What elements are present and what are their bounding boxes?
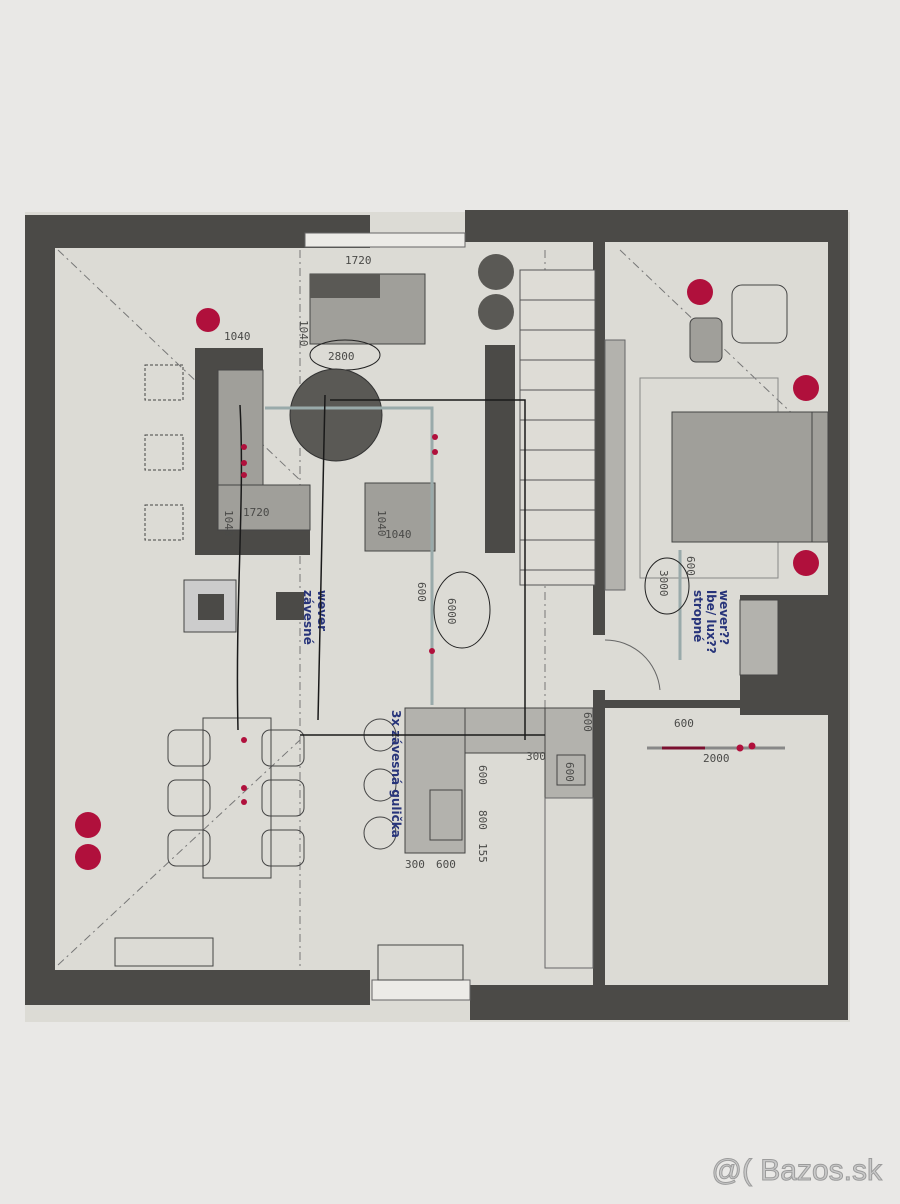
wall-bottom-right bbox=[470, 985, 848, 1020]
sofa-chaise bbox=[217, 484, 311, 531]
dim-kitchen-600: 600 bbox=[476, 765, 489, 785]
dim-sofa-width: 1720 bbox=[243, 506, 270, 519]
circled-dim bbox=[644, 557, 690, 615]
wall-top-right bbox=[465, 210, 848, 242]
partition-lower bbox=[593, 690, 605, 985]
circled-dim bbox=[433, 571, 491, 649]
dim-track-segment: 600 bbox=[674, 717, 694, 730]
round-object bbox=[478, 294, 514, 330]
wardrobe-bedroom bbox=[604, 339, 626, 591]
dim-ottoman-side: 1040 bbox=[375, 510, 388, 537]
dim-table: 2800 bbox=[328, 350, 355, 363]
light-rail bbox=[265, 406, 434, 705]
note-living-pendant-2: závesné bbox=[301, 590, 315, 645]
walls bbox=[25, 210, 848, 1020]
entrance-door bbox=[377, 944, 464, 981]
partition-upper bbox=[593, 240, 605, 635]
column bbox=[276, 592, 304, 620]
ottoman bbox=[364, 482, 436, 552]
shelf-dark bbox=[310, 274, 380, 298]
armchairs bbox=[144, 364, 184, 541]
dim-kitchen-600-bottom: 600 bbox=[436, 858, 456, 871]
wall-bedroom-bottom bbox=[603, 700, 743, 708]
round-table bbox=[289, 368, 383, 462]
dim-bedroom-loop: 3000 bbox=[657, 570, 670, 597]
wall-right bbox=[828, 210, 848, 1020]
note-bedroom-3: stropné bbox=[691, 590, 705, 642]
window-bottom bbox=[371, 979, 471, 1001]
dim-rail-loop: 6000 bbox=[445, 598, 458, 625]
bedroom-armchair bbox=[731, 284, 788, 344]
cooktop bbox=[429, 789, 463, 841]
desk bbox=[739, 599, 779, 676]
pen-wiring bbox=[236, 394, 545, 740]
sink bbox=[556, 754, 586, 786]
fireplace-core bbox=[198, 594, 224, 620]
wall-left bbox=[25, 215, 55, 1005]
dim-shelf-depth: 1040 bbox=[297, 320, 310, 347]
dim-kitchen-800: 800 bbox=[476, 810, 489, 830]
dim-shelf-width: 1720 bbox=[345, 254, 372, 267]
window-top bbox=[304, 232, 466, 248]
dining-chairs bbox=[167, 729, 305, 867]
bed bbox=[671, 411, 813, 543]
bedroom-stool bbox=[689, 317, 723, 363]
note-bedroom-1: wever?? bbox=[717, 590, 731, 645]
light-points bbox=[75, 279, 819, 870]
dim-kitchen-155: 155 bbox=[476, 843, 489, 863]
kitchen-island bbox=[404, 707, 466, 854]
dim-kitchen-300-bottom: 300 bbox=[405, 858, 425, 871]
wardrobe bbox=[544, 797, 594, 969]
dim-ottoman-width: 1040 bbox=[385, 528, 412, 541]
dim-side: 600 bbox=[581, 712, 594, 732]
dim-sofa-side: 1040 bbox=[222, 510, 235, 537]
dim-bedroom-segment: 600 bbox=[684, 556, 697, 576]
dim-sofa-depth: 1040 bbox=[224, 330, 251, 343]
note-bedroom-2: lbe/ lux?? bbox=[704, 590, 718, 654]
wall-bottom-left bbox=[25, 970, 370, 1005]
dim-sink: 600 bbox=[563, 762, 576, 782]
dim-track-length: 2000 bbox=[703, 752, 730, 765]
dim-rail-segment: 600 bbox=[415, 582, 428, 602]
round-object bbox=[478, 254, 514, 290]
note-living-pendant-1: wever bbox=[315, 590, 329, 631]
watermark: @( Bazos.sk bbox=[711, 1154, 882, 1188]
tv-wall bbox=[485, 345, 515, 553]
dim-kitchen-300-top: 300 bbox=[526, 750, 546, 763]
staircase bbox=[519, 269, 596, 586]
dining-table bbox=[202, 717, 272, 879]
note-kitchen-pendant: 3x závesná gulička bbox=[389, 710, 403, 838]
radiator bbox=[114, 937, 214, 967]
bed-headboard bbox=[811, 411, 829, 543]
door-swing bbox=[604, 639, 661, 691]
